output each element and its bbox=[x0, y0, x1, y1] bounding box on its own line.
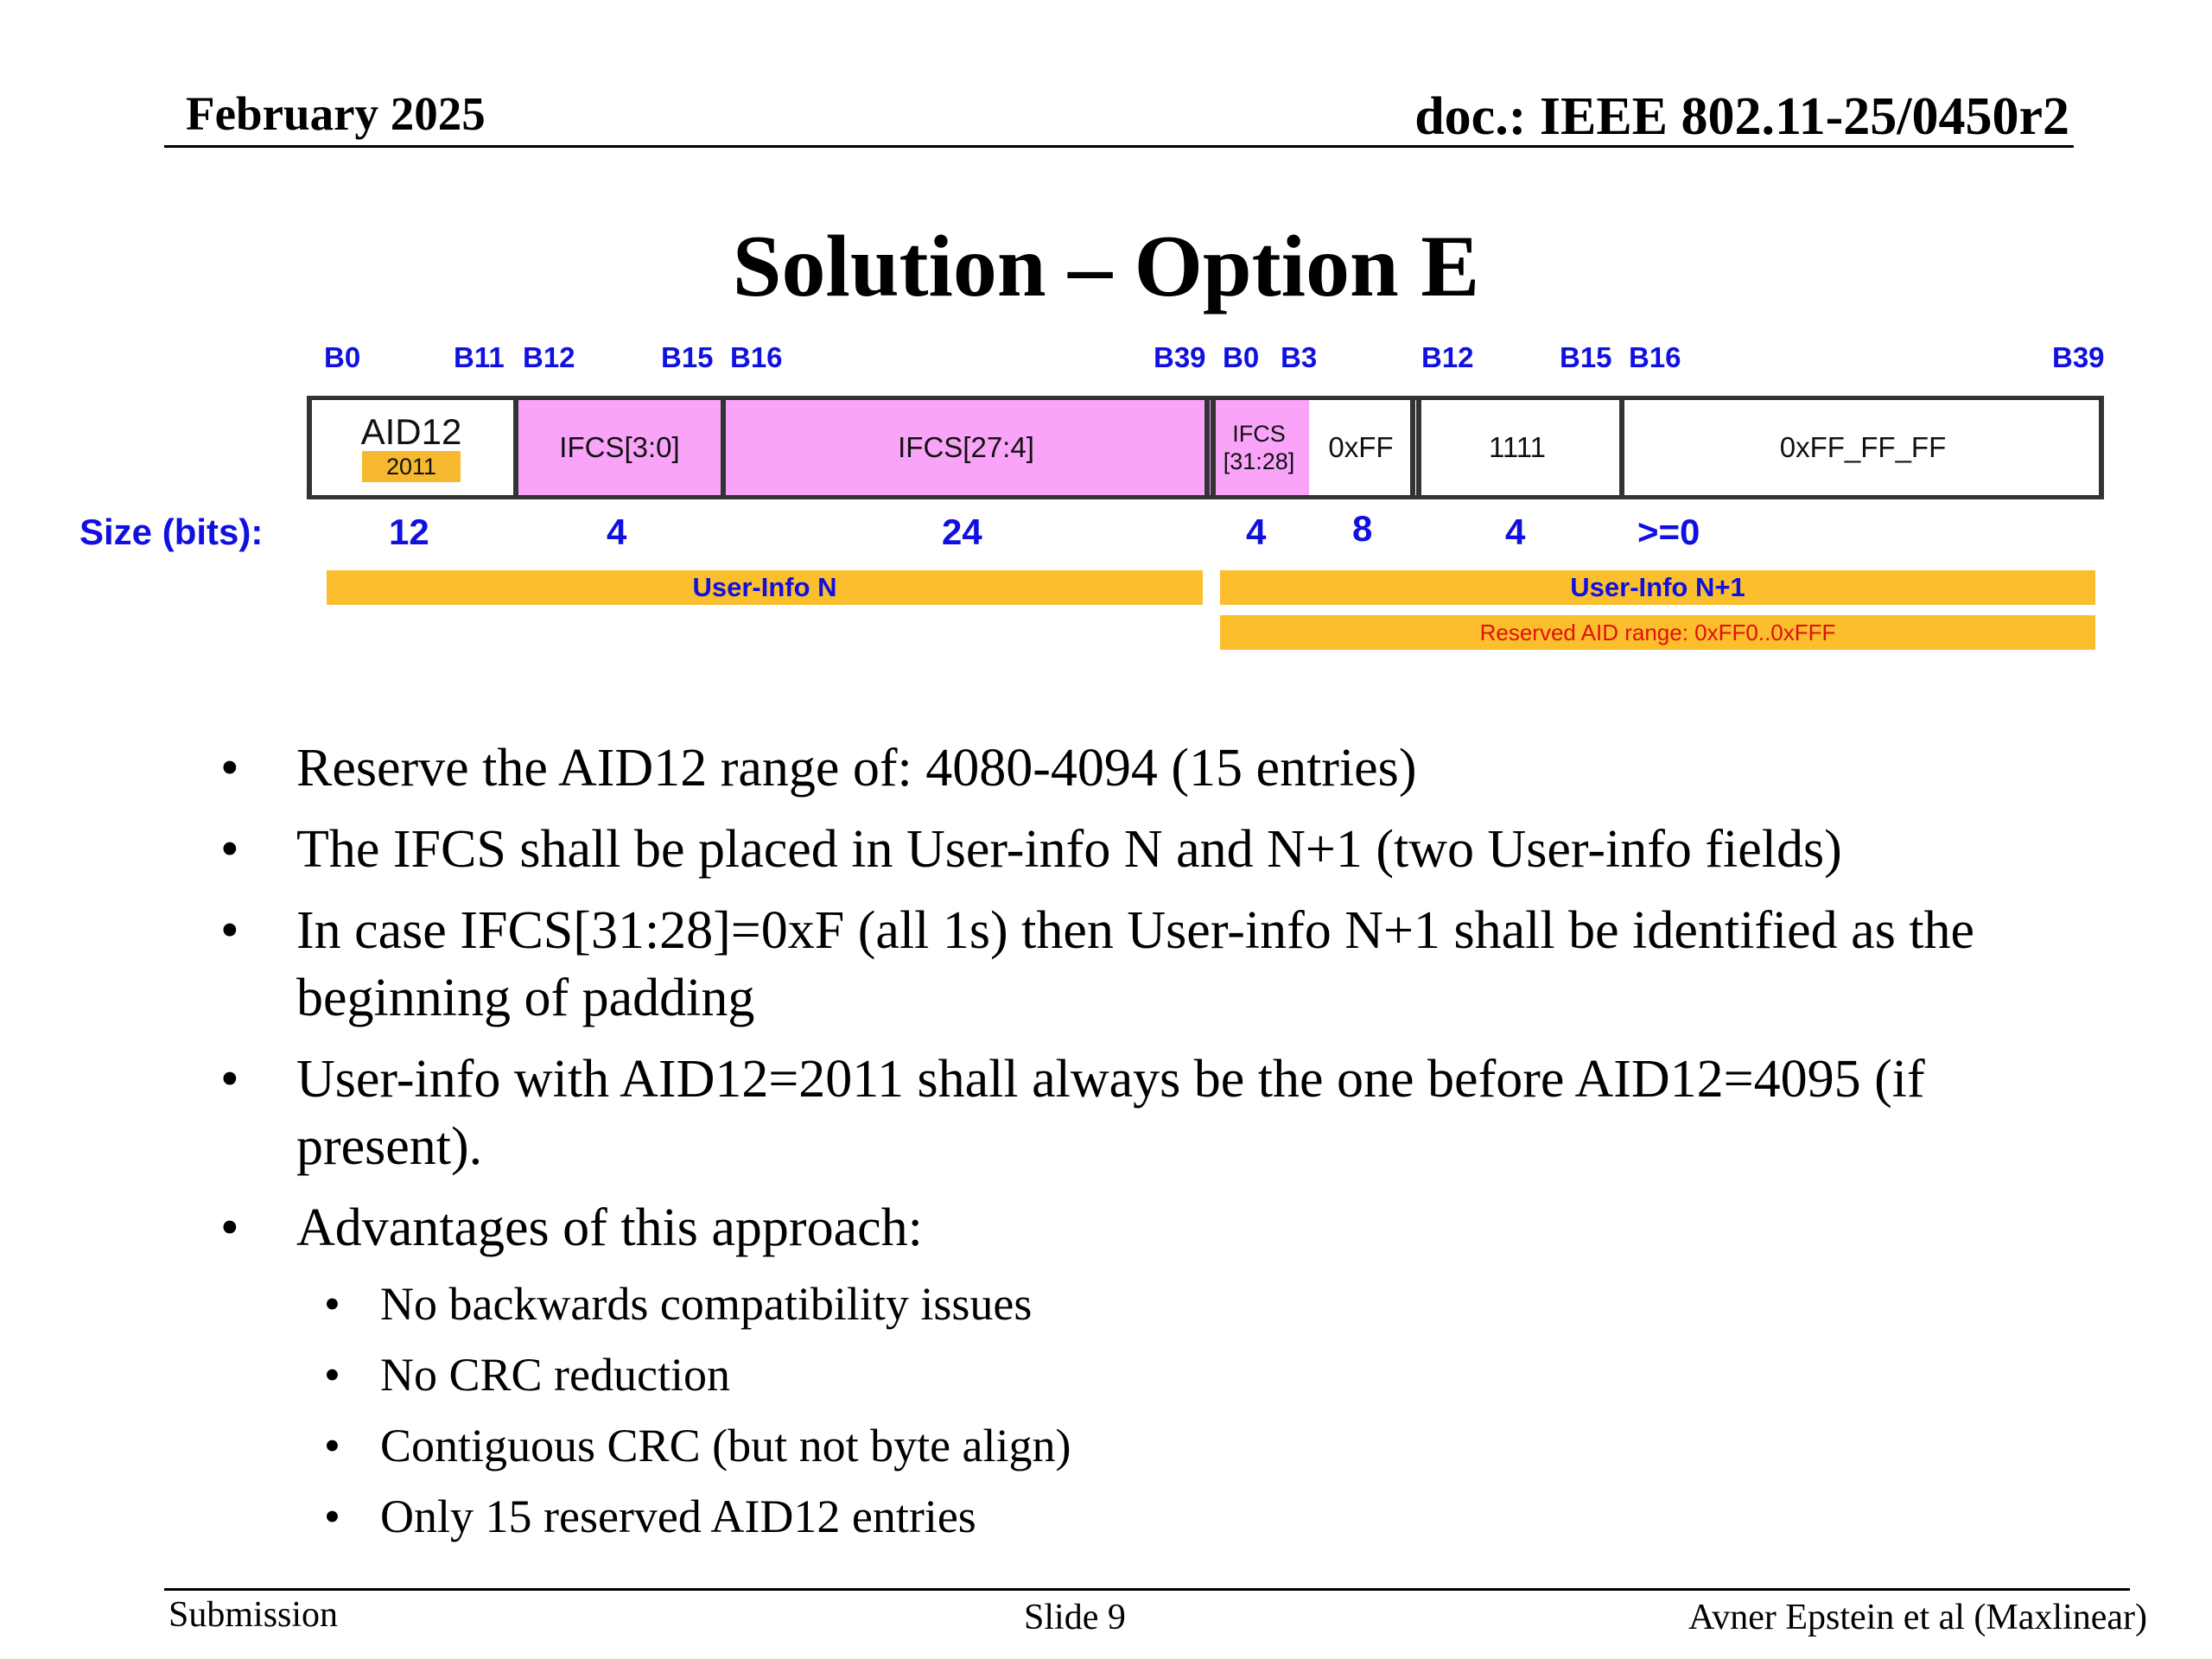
size-aid12: 12 bbox=[389, 512, 429, 552]
field-diagram: AID12 2011 IFCS[3:0] IFCS[27:4] IFCS [31… bbox=[307, 396, 2104, 499]
field-divider bbox=[307, 396, 312, 499]
bit-label-b15: B15 bbox=[661, 341, 714, 373]
bit-label-b12: B12 bbox=[523, 341, 575, 373]
bullet-dot: • bbox=[220, 1198, 239, 1257]
field-ifcs-31-28: IFCS [31:28] bbox=[1209, 396, 1309, 499]
bullet-item: • The IFCS shall be placed in User-info N… bbox=[220, 816, 2121, 883]
bullet-item: • In case IFCS[31:28]=0xF (all 1s) then U… bbox=[220, 897, 2121, 1032]
size-row-label: Size (bits): bbox=[79, 512, 264, 552]
bullet-dot: • bbox=[220, 901, 239, 960]
bullet-item: • Advantages of this approach: bbox=[220, 1194, 2121, 1262]
bullet-text: The IFCS shall be placed in User-info N … bbox=[296, 820, 1842, 879]
size-ifcs-27-4: 24 bbox=[942, 512, 982, 552]
field-0xff-ff-ff: 0xFF_FF_FF bbox=[1622, 396, 2104, 499]
bit-label-b3-n1: B3 bbox=[1281, 341, 1318, 373]
field-divider bbox=[1619, 396, 1624, 499]
field-divider bbox=[2099, 396, 2104, 499]
bit-label-b12-n1: B12 bbox=[1421, 341, 1474, 373]
field-divider bbox=[1211, 396, 1216, 499]
size-ifcs-31-28: 4 bbox=[1246, 512, 1267, 552]
footer-rule bbox=[164, 1588, 2130, 1591]
field-ifcs-3-0: IFCS[3:0] bbox=[516, 396, 723, 499]
header-date: February 2025 bbox=[186, 87, 486, 140]
user-info-n1-bar: User-Info N+1 bbox=[1220, 570, 2095, 605]
field-divider bbox=[721, 396, 726, 499]
field-aid12-label: AID12 bbox=[360, 411, 462, 452]
field-aid12: AID12 2011 bbox=[307, 396, 516, 499]
slide-title: Solution – Option E bbox=[732, 218, 1480, 315]
field-1111: 1111 bbox=[1413, 396, 1622, 499]
bit-label-b11: B11 bbox=[454, 341, 505, 373]
size-ifcs-3-0: 4 bbox=[607, 512, 627, 552]
bullet-dot: • bbox=[324, 1278, 340, 1330]
sub-bullet-item: • No backwards compatibility issues bbox=[220, 1275, 2121, 1332]
sub-bullet-item: • No CRC reduction bbox=[220, 1346, 2121, 1403]
bullet-list: • Reserve the AID12 range of: 4080-4094 (… bbox=[220, 734, 2121, 1559]
bullet-text: User-info with AID12=2011 shall always b… bbox=[296, 1050, 1925, 1176]
bit-label-b0: B0 bbox=[324, 341, 361, 373]
size-1111: 4 bbox=[1505, 512, 1526, 552]
bullet-text: Only 15 reserved AID12 entries bbox=[380, 1491, 976, 1542]
header-rule bbox=[164, 145, 2074, 148]
size-0xff: 8 bbox=[1352, 508, 1373, 549]
bit-label-b39: B39 bbox=[1154, 341, 1206, 373]
bullet-dot: • bbox=[220, 1050, 239, 1109]
bit-label-b16-n1: B16 bbox=[1629, 341, 1681, 373]
bullet-text: Reserve the AID12 range of: 4080-4094 (1… bbox=[296, 739, 1417, 798]
bullet-text: No backwards compatibility issues bbox=[380, 1278, 1033, 1330]
footer-authors: Avner Epstein et al (Maxlinear) bbox=[1688, 1598, 2147, 1637]
bullet-item: • User-info with AID12=2011 shall always … bbox=[220, 1046, 2121, 1180]
bullet-item: • Reserve the AID12 range of: 4080-4094 (… bbox=[220, 734, 2121, 802]
user-info-n-bar: User-Info N bbox=[327, 570, 1203, 605]
field-ifcs-31-28-line1: IFCS bbox=[1232, 421, 1286, 447]
footer-submission: Submission bbox=[168, 1595, 339, 1635]
field-divider bbox=[1416, 396, 1421, 499]
bit-label-b0-n1: B0 bbox=[1223, 341, 1260, 373]
field-divider bbox=[1205, 396, 1210, 499]
bullet-dot: • bbox=[220, 739, 239, 798]
field-0xff: 0xFF bbox=[1309, 396, 1413, 499]
bullet-text: No CRC reduction bbox=[380, 1349, 730, 1401]
bullet-dot: • bbox=[324, 1420, 340, 1471]
reserved-aid-range-bar: Reserved AID range: 0xFF0..0xFFF bbox=[1220, 615, 2095, 650]
field-divider bbox=[1410, 396, 1415, 499]
bit-label-b16: B16 bbox=[730, 341, 783, 373]
bullet-text: Contiguous CRC (but not byte align) bbox=[380, 1420, 1071, 1471]
bullet-text: Advantages of this approach: bbox=[296, 1198, 923, 1257]
header-doc-id: doc.: IEEE 802.11-25/0450r2 bbox=[1414, 87, 2069, 146]
size-0xff-ff-ff: >=0 bbox=[1637, 512, 1700, 552]
bullet-text: In case IFCS[31:28]=0xF (all 1s) then Us… bbox=[296, 901, 1975, 1027]
bullet-dot: • bbox=[324, 1491, 340, 1542]
field-ifcs-31-28-line2: [31:28] bbox=[1223, 448, 1295, 474]
sub-bullet-item: • Contiguous CRC (but not byte align) bbox=[220, 1417, 2121, 1474]
field-ifcs-27-4: IFCS[27:4] bbox=[723, 396, 1209, 499]
footer-slide-number: Slide 9 bbox=[1024, 1598, 1126, 1637]
bit-label-b39-n1: B39 bbox=[2052, 341, 2105, 373]
field-divider bbox=[513, 396, 518, 499]
aid12-value-badge: 2011 bbox=[361, 451, 461, 482]
bullet-dot: • bbox=[324, 1349, 340, 1401]
sub-bullet-item: • Only 15 reserved AID12 entries bbox=[220, 1488, 2121, 1545]
bit-label-b15-n1: B15 bbox=[1560, 341, 1612, 373]
bullet-dot: • bbox=[220, 820, 239, 879]
